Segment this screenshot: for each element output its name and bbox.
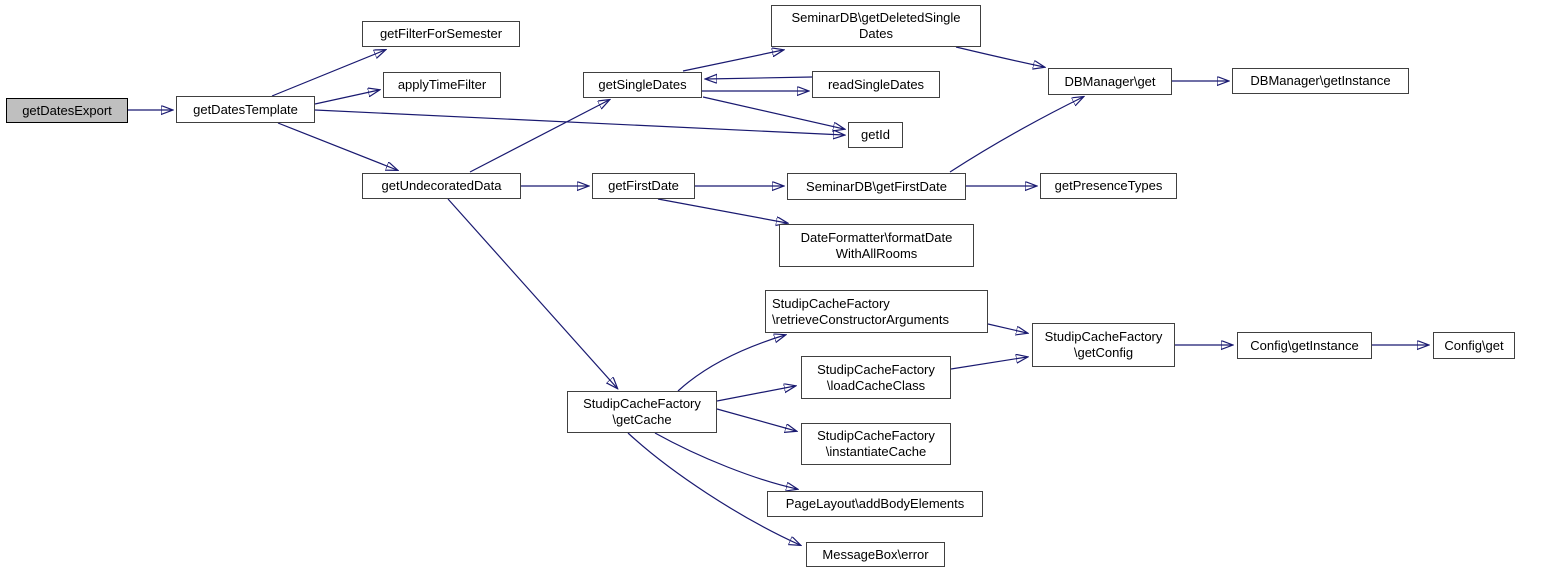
- node-label: getId: [861, 127, 890, 142]
- node-studipcachefactory-instantiatecache[interactable]: StudipCacheFactory \instantiateCache: [801, 423, 951, 465]
- node-label: getSingleDates: [598, 77, 687, 92]
- node-label: SeminarDB\getFirstDate: [806, 178, 947, 194]
- edge-getCache-MessageBox-error: [627, 432, 800, 545]
- node-label: getUndecoratedData: [381, 178, 502, 193]
- node-studipcachefactory-getconfig[interactable]: StudipCacheFactory \getConfig: [1032, 323, 1175, 367]
- node-getId[interactable]: getId: [848, 122, 903, 148]
- node-dbmanager-get[interactable]: DBManager\get: [1048, 68, 1172, 95]
- edge-getDatesTemplate-getFilterForSemester: [271, 50, 385, 97]
- node-getDatesTemplate[interactable]: getDatesTemplate: [176, 96, 315, 123]
- node-studipcachefactory-retrieveconstructorarguments[interactable]: StudipCacheFactory \retrieveConstructorA…: [765, 290, 988, 333]
- node-seminardb-getdeletedsingledates[interactable]: SeminarDB\getDeletedSingle Dates: [771, 5, 981, 47]
- node-label: SeminarDB\getDeletedSingle: [791, 10, 961, 25]
- node-label: readSingleDates: [827, 76, 925, 92]
- edge-readSingleDates-getSingleDates: [706, 77, 813, 79]
- node-label: StudipCacheFactory: [817, 361, 935, 377]
- edge-getCache-addBodyElements: [654, 432, 797, 489]
- node-label: getDatesExport: [22, 102, 112, 118]
- node-label: Config\getInstance: [1250, 337, 1359, 353]
- edge-getDatesTemplate-applyTimeFilter: [314, 90, 379, 105]
- edge-getDatesTemplate-getUndecoratedData: [277, 122, 397, 170]
- node-label: StudipCacheFactory: [583, 396, 701, 411]
- node-label: getPresenceTypes: [1054, 178, 1163, 193]
- node-label: MessageBox\error: [822, 546, 929, 562]
- node-getSingleDates[interactable]: getSingleDates: [583, 72, 702, 98]
- edge-getSingleDates-getId: [702, 96, 844, 129]
- node-studipcachefactory-getcache[interactable]: StudipCacheFactory \getCache: [567, 391, 717, 433]
- node-label: \instantiateCache: [825, 444, 927, 459]
- node-getPresenceTypes[interactable]: getPresenceTypes: [1040, 173, 1177, 199]
- node-config-get[interactable]: Config\get: [1433, 332, 1515, 359]
- edge-retrieveConstructorArguments-getConfig: [987, 323, 1027, 333]
- node-messagebox-error[interactable]: MessageBox\error: [806, 542, 945, 567]
- edge-getSingleDates-getDeletedSingleDates: [682, 50, 783, 72]
- node-label: \loadCacheClass: [826, 377, 926, 393]
- node-readSingleDates[interactable]: readSingleDates: [812, 71, 940, 98]
- node-label: StudipCacheFactory: [772, 295, 890, 311]
- edge-getDeletedSingleDates-DBManager-get: [955, 46, 1044, 67]
- node-label: StudipCacheFactory: [1044, 329, 1163, 344]
- node-label: getFirstDate: [608, 178, 679, 193]
- node-label: PageLayout\addBodyElements: [785, 496, 965, 511]
- edge-getCache-retrieveConstructorArguments: [677, 335, 785, 392]
- node-getFirstDate[interactable]: getFirstDate: [592, 173, 695, 199]
- node-getDatesExport: getDatesExport: [6, 98, 128, 123]
- edge-loadCacheClass-getConfig: [950, 357, 1027, 370]
- edge-getCache-instantiateCache: [716, 408, 796, 431]
- node-label: \getConfig: [1073, 345, 1134, 360]
- node-seminardb-getfirstdate[interactable]: SeminarDB\getFirstDate: [787, 173, 966, 200]
- node-label: DateFormatter\formatDate: [800, 229, 953, 245]
- node-applyTimeFilter[interactable]: applyTimeFilter: [383, 72, 501, 98]
- node-pagelayout-addbodyelements[interactable]: PageLayout\addBodyElements: [767, 491, 983, 517]
- node-label: getFilterForSemester: [379, 26, 503, 41]
- edge-getUndecoratedData-getSingleDates: [469, 100, 609, 173]
- node-label: \getCache: [612, 412, 672, 427]
- edge-getFirstDate-DateFormatter: [657, 198, 787, 223]
- node-getFilterForSemester[interactable]: getFilterForSemester: [362, 21, 520, 47]
- node-dbmanager-getinstance[interactable]: DBManager\getInstance: [1232, 68, 1409, 94]
- node-label: applyTimeFilter: [397, 77, 487, 92]
- node-label: StudipCacheFactory: [817, 428, 935, 443]
- node-label: WithAllRooms: [835, 245, 918, 261]
- node-studipcachefactory-loadcacheclass[interactable]: StudipCacheFactory \loadCacheClass: [801, 356, 951, 399]
- node-dateformatter-formatdatewithallrooms[interactable]: DateFormatter\formatDate WithAllRooms: [779, 224, 974, 267]
- edge-SeminarDB-getFirstDate-DBManager-get: [949, 97, 1083, 173]
- node-label: getDatesTemplate: [193, 101, 298, 117]
- edge-getDatesTemplate-getId: [314, 109, 844, 135]
- node-config-getinstance[interactable]: Config\getInstance: [1237, 332, 1372, 359]
- node-label: DBManager\get: [1064, 73, 1156, 89]
- node-label: Config\get: [1444, 337, 1504, 353]
- node-label: DBManager\getInstance: [1250, 73, 1391, 88]
- node-label: \retrieveConstructorArguments: [772, 311, 950, 327]
- edge-getCache-loadCacheClass: [716, 386, 795, 402]
- node-label: Dates: [859, 26, 893, 41]
- node-getUndecoratedData[interactable]: getUndecoratedData: [362, 173, 521, 199]
- edge-getUndecoratedData-getCache: [447, 198, 617, 388]
